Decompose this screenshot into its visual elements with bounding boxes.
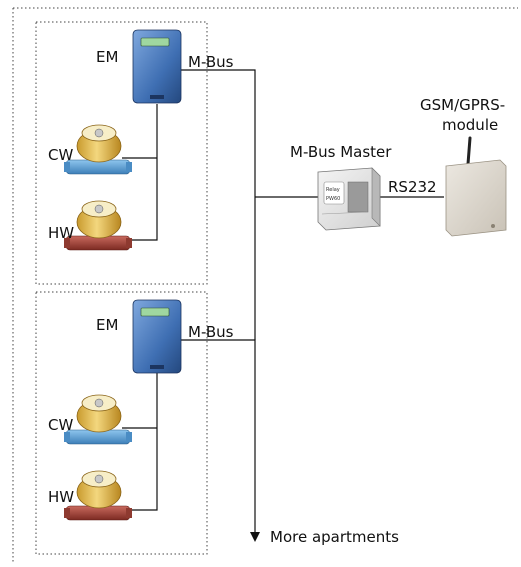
mbus-label-2: M-Bus: [188, 323, 234, 341]
cw-meter-2: [64, 394, 132, 445]
em-device-2: [132, 299, 182, 374]
meter-wire-1: [125, 104, 158, 241]
mbus-master-label: M-Bus Master: [290, 143, 392, 161]
hw-meter-1: [64, 200, 132, 251]
rs232-label: RS232: [388, 178, 437, 196]
master-panel-text-1: Relay: [326, 187, 340, 193]
more-apartments-label: More apartments: [270, 528, 399, 546]
master-panel-text-2: PW60: [326, 196, 340, 202]
em-label-1: EM: [96, 48, 119, 66]
cw-meter-1: [64, 124, 132, 175]
cw-label-1: CW: [48, 146, 74, 164]
gsm-label-line1: GSM/GPRS-: [420, 96, 506, 114]
apartment-box-2: [35, 291, 208, 555]
gsm-label-line2: module: [442, 116, 499, 134]
em-device-1: [132, 29, 182, 104]
mbus-label-1: M-Bus: [188, 53, 234, 71]
em-label-2: EM: [96, 316, 119, 334]
hw-label-2: HW: [48, 488, 75, 506]
apartment-box-1: [35, 21, 208, 285]
hw-label-1: HW: [48, 224, 75, 242]
mbus-master-device: Relay PW60: [317, 167, 381, 231]
mbus-line-1: [180, 69, 256, 340]
gsm-module-device: [445, 136, 507, 237]
more-apartments-arrow: [250, 532, 260, 542]
hw-meter-2: [64, 470, 132, 521]
meter-wire-2: [125, 372, 158, 511]
cw-label-2: CW: [48, 416, 74, 434]
mbus-line-2: [180, 339, 256, 535]
